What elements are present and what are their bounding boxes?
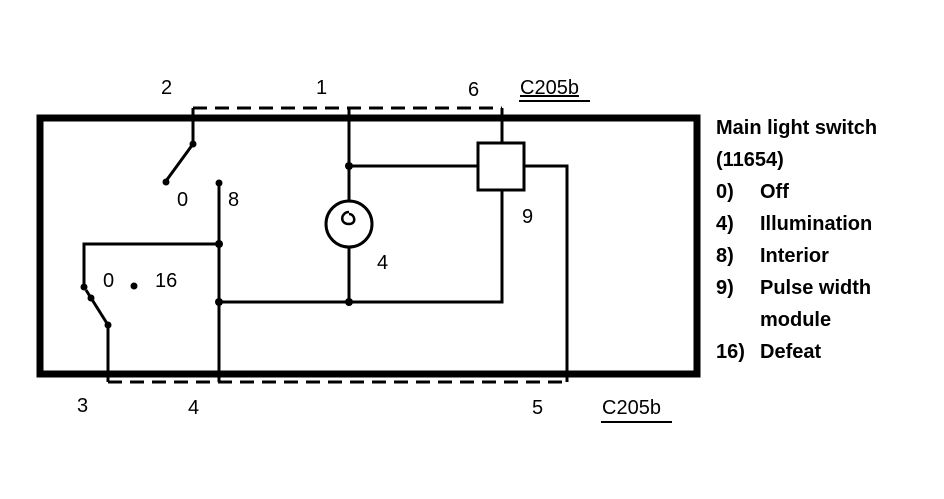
connector-top-label: C205b (520, 77, 579, 99)
illumination-label: 4 (377, 252, 388, 274)
pin-6-label: 6 (468, 79, 479, 101)
legend-text-continuation: module (760, 309, 832, 331)
legend-text: Defeat (760, 341, 822, 363)
pin-3-label: 3 (77, 395, 88, 417)
module-output-wire (524, 164, 569, 374)
legend: Main light switch (11654) 0) Off 4) Illumi… (716, 112, 936, 368)
pin-1-label: 1 (316, 77, 327, 99)
switch-housing (36, 114, 701, 378)
connector-bottom-label: C205b (602, 397, 661, 419)
switch-off-lever (164, 143, 195, 182)
legend-item: 8) Interior (716, 240, 936, 272)
return-wire (219, 190, 504, 304)
legend-text: Pulse width (760, 277, 872, 299)
pulse-width-module (476, 141, 526, 192)
legend-text: Illumination (760, 213, 873, 235)
legend-text: Interior (760, 245, 829, 267)
module-label: 9 (522, 206, 533, 228)
legend-text: Off (760, 181, 789, 203)
legend-key: 8) (716, 245, 734, 267)
legend-title-line2: (11654) (716, 149, 784, 171)
legend-key: 4) (716, 213, 734, 235)
pin-5-label: 5 (532, 397, 543, 419)
interior-label: 8 (228, 189, 239, 211)
legend-item: 4) Illumination (716, 208, 936, 240)
defeat-label: 16 (155, 270, 177, 292)
legend-title-line1: Main light switch (716, 117, 878, 139)
defeat-feed-wire (82, 242, 219, 287)
legend-key: 0) (716, 181, 734, 203)
legend-item: 16) Defeat (716, 336, 936, 368)
defeat-off-label: 0 (103, 270, 114, 292)
switch-off-label: 0 (177, 189, 188, 211)
legend-key: 16) (716, 341, 745, 363)
pin-2-label: 2 (161, 77, 172, 99)
legend-item: 0) Off (716, 176, 936, 208)
pin-4-label: 4 (188, 397, 199, 419)
legend-key: 9) (716, 277, 734, 299)
legend-item: 9) Pulse width (716, 272, 936, 304)
